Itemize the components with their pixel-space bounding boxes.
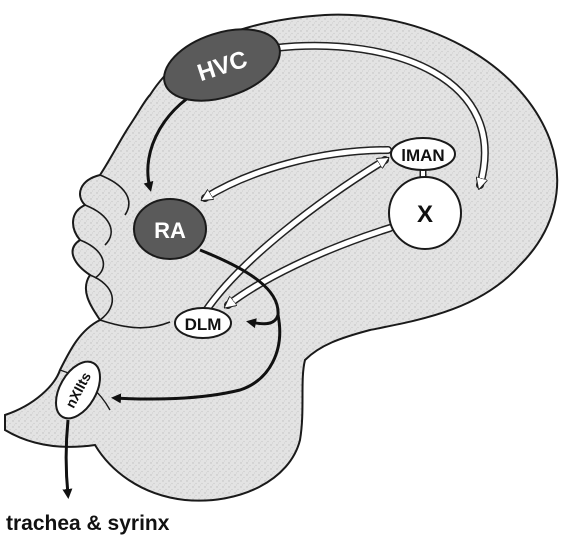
x-label: X: [417, 201, 433, 228]
area-x-nucleus: X: [389, 177, 461, 249]
dlm-nucleus: DLM: [175, 308, 231, 338]
ra-nucleus: RA: [134, 199, 206, 259]
lman-label: lMAN: [401, 146, 444, 165]
brain-outline: [5, 15, 557, 501]
ra-label: RA: [154, 218, 186, 243]
lman-nucleus: lMAN: [391, 138, 455, 170]
output-caption: trachea & syrinx: [6, 512, 170, 535]
dlm-label: DLM: [185, 315, 222, 334]
